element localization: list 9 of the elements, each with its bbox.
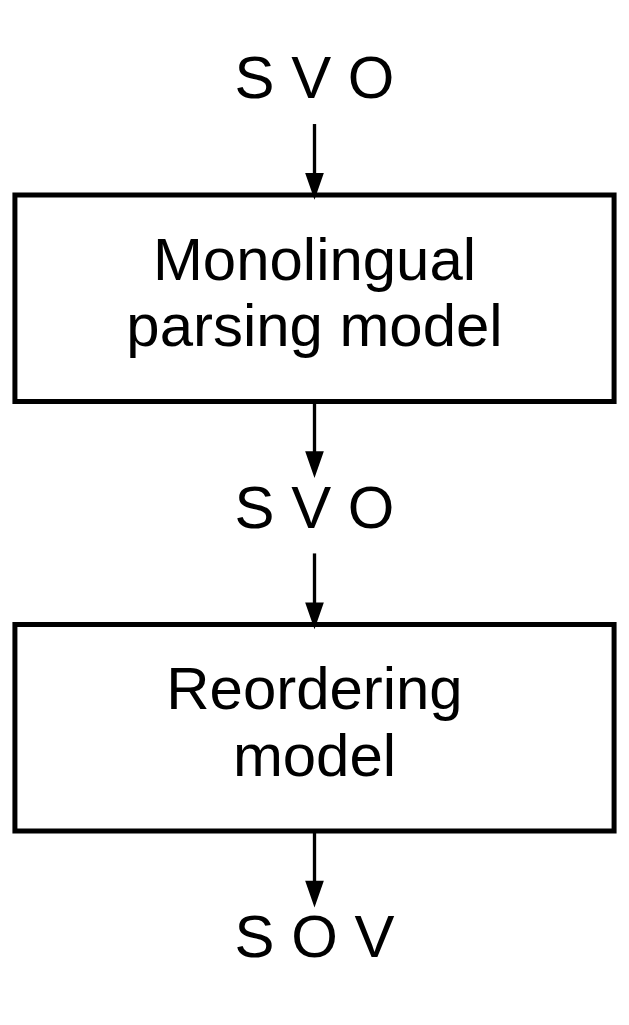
node-box: Reordering model [12, 621, 617, 833]
arrow [305, 401, 324, 478]
node-text: S V O [234, 473, 395, 541]
node-text: S V O [234, 43, 395, 111]
node-text: S O V [234, 902, 395, 970]
arrow [305, 552, 324, 629]
node-box: Monolingual parsing model [12, 192, 617, 404]
arrow [305, 123, 324, 200]
arrow [305, 830, 324, 907]
